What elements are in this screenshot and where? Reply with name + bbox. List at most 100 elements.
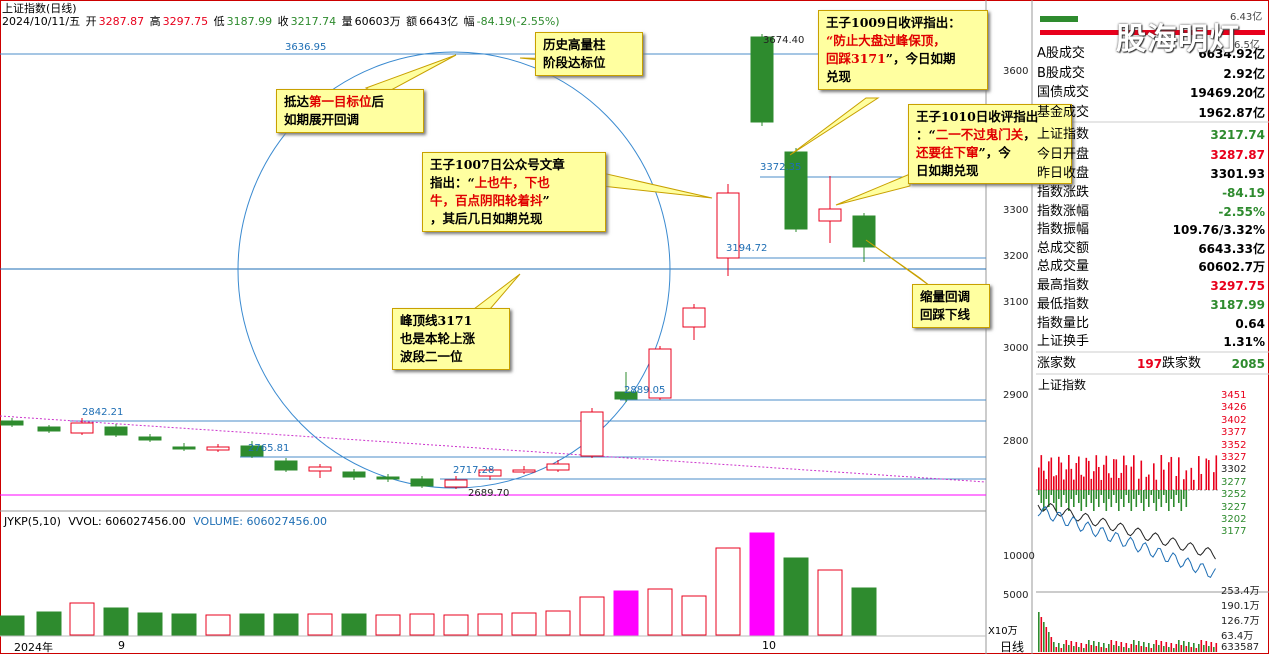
mini-red-bar-34: [1123, 455, 1125, 490]
mini-chart-title: 上证指数: [1038, 378, 1087, 392]
mini-vol-bar-8: [1058, 643, 1060, 652]
mini-axis-label-1: 3426: [1221, 402, 1247, 414]
mini-vol-bar-60: [1188, 642, 1190, 652]
mini-vol-bar-71: [1215, 643, 1218, 652]
period-button[interactable]: 日线: [1000, 640, 1025, 654]
low-label: 低: [213, 15, 225, 28]
mini-vol-bar-30: [1113, 645, 1115, 652]
mini-red-bar-61: [1190, 467, 1193, 490]
mini-green-bar-50: [1163, 490, 1165, 495]
volume-bar-23: [783, 557, 809, 636]
mini-green-bar-58: [1183, 490, 1185, 499]
callout-history-volume: 历史高量柱 阶段达标位: [535, 32, 643, 76]
mini-green-bar-39: [1135, 490, 1138, 507]
volume-bar-25: [851, 587, 877, 636]
mini-red-bar-25: [1100, 479, 1103, 490]
mini-green-bar-53: [1170, 490, 1173, 499]
mini-green-bar-1: [1040, 490, 1043, 503]
mini-green-bar-35: [1125, 490, 1128, 495]
callout-shrink-volume: 缩量回调 回踩下线: [912, 284, 990, 328]
index-title: 上证指数(日线): [2, 2, 77, 15]
mini-red-bar-1: [1040, 455, 1043, 490]
candles: [0, 34, 876, 489]
mini-vol-bar-66: [1203, 645, 1205, 652]
mini-axis-label-8: 3252: [1221, 489, 1247, 501]
mini-red-bar-30: [1113, 459, 1115, 490]
mini-red-bar-23: [1095, 455, 1098, 490]
mini-vol-bar-50: [1163, 646, 1165, 652]
mini-red-bar-7: [1055, 475, 1058, 490]
mini-green-bar-59: [1185, 490, 1188, 507]
candle-21: [716, 184, 740, 276]
mini-red-bar-21: [1090, 478, 1093, 490]
candle-18: [614, 372, 638, 402]
mini-green-bar-4: [1048, 490, 1050, 507]
volume-bar-1: [36, 611, 62, 636]
mini-vol-bar-2: [1043, 622, 1045, 652]
mini-green-bar-21: [1090, 490, 1093, 503]
label-2765: 2765.81: [248, 443, 290, 454]
candle-10: [342, 469, 366, 480]
mini-green-bar-14: [1073, 490, 1075, 507]
volume-bar-16: [545, 610, 571, 636]
volume-bar-4: [137, 612, 163, 636]
mini-red-bar-40: [1138, 478, 1140, 490]
volume-header: JYKP(5,10) VVOL: 606027456.00 VOLUME: 60…: [4, 515, 327, 528]
mini-green-bar-26: [1103, 490, 1105, 503]
candle-0: [0, 418, 24, 427]
mini-vol-bar-34: [1123, 647, 1125, 652]
mini-green-bar-48: [1158, 490, 1160, 499]
mini-vol-bar-49: [1160, 641, 1163, 652]
mini-red-bar-44: [1148, 474, 1150, 490]
mini-vol-bar-56: [1178, 640, 1180, 652]
mini-vol-bar-58: [1183, 641, 1185, 652]
candle-15: [512, 466, 536, 474]
volume-bar-5: [171, 613, 197, 636]
mini-axis-label-7: 3277: [1221, 476, 1247, 488]
pointer-c6: [835, 173, 911, 206]
mini-green-bar-28: [1108, 490, 1110, 499]
candle-22: [750, 34, 774, 126]
candle-23: [784, 148, 808, 232]
mini-green-bar-56: [1178, 490, 1180, 503]
mini-vol-bar-31: [1115, 641, 1118, 652]
candle-9: [308, 464, 332, 478]
volume-bar-19: [647, 588, 673, 636]
mini-vol-bar-64: [1198, 644, 1200, 652]
mini-red-bar-31: [1115, 459, 1118, 490]
high-value: 3297.75: [162, 15, 209, 28]
mini-red-bar-4: [1048, 461, 1050, 490]
mini-axis-label-6: 3302: [1221, 464, 1247, 476]
mini-red-bar-32: [1118, 477, 1120, 490]
mini-vol-bar-52: [1168, 647, 1170, 652]
label-3674: 3674.40: [763, 35, 805, 46]
mini-green-bar-11: [1065, 490, 1068, 503]
candle-2: [70, 418, 94, 435]
candle-7: [240, 441, 264, 458]
vol-unit: X10万: [988, 626, 1018, 637]
mini-vol-bar-59: [1185, 646, 1188, 652]
mini-vol-bar-19: [1085, 644, 1088, 652]
mini-green-bar-37: [1130, 490, 1133, 511]
change-value: -84.19(-2.55%): [476, 15, 560, 28]
mini-green-bar-8: [1058, 490, 1060, 499]
stat-row-8: 指数涨幅-2.55%: [1037, 204, 1265, 219]
mini-red-bar-53: [1170, 456, 1173, 490]
amount-value: 6643亿: [419, 15, 459, 28]
mini-vol-bar-68: [1208, 646, 1210, 652]
adv-value: 197: [1137, 357, 1163, 371]
mini-red-bar-19: [1085, 457, 1088, 490]
volume-bar-9: [307, 613, 333, 636]
mini-green-bar-32: [1118, 490, 1120, 511]
adv-label: 涨家数: [1037, 356, 1077, 371]
mini-vol-bar-13: [1070, 641, 1073, 652]
volume-bar-24: [817, 569, 843, 636]
candle-4: [138, 434, 162, 442]
mini-green-bar-51: [1165, 490, 1168, 503]
price-axis-2900: 2900: [1003, 390, 1029, 401]
